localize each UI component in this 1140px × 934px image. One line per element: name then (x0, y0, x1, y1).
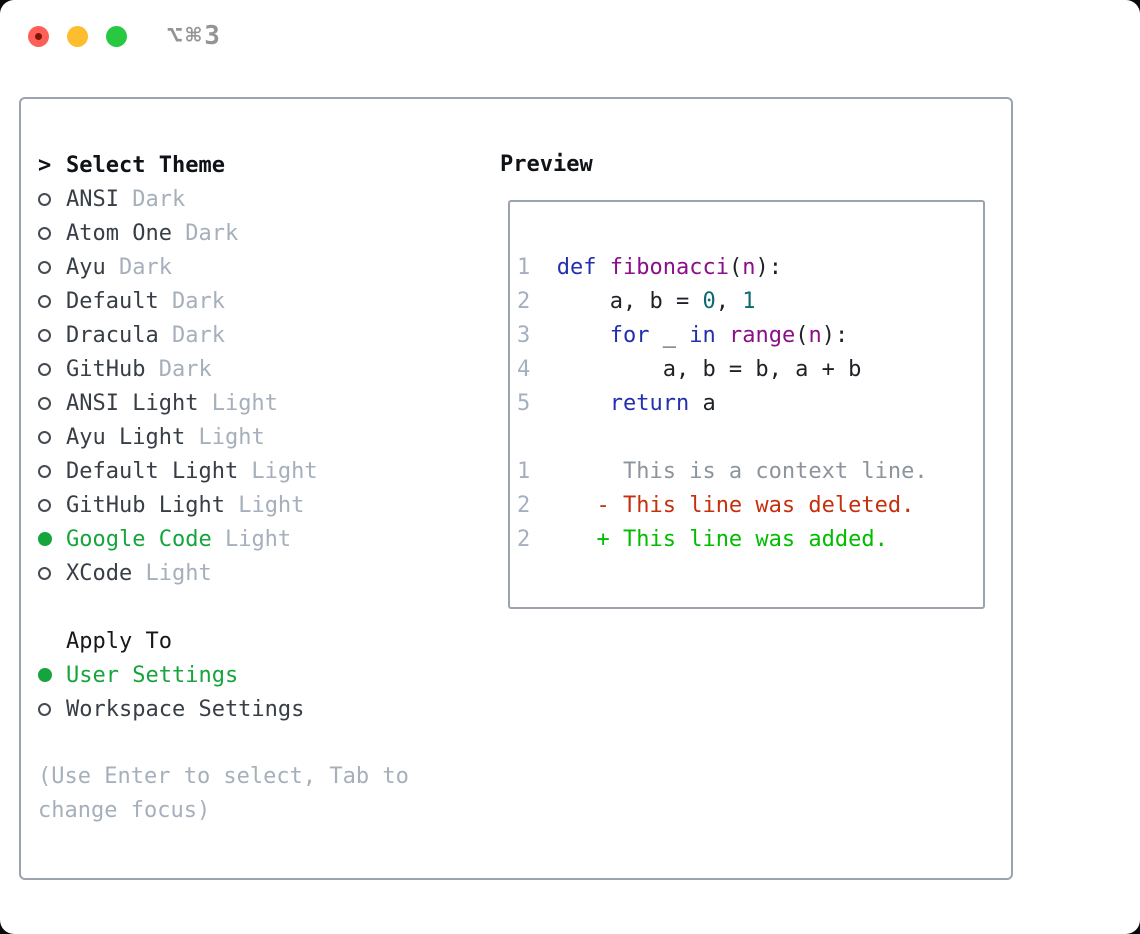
radio-icon (38, 464, 51, 478)
theme-item-ayu[interactable]: Ayu Dark (38, 250, 318, 284)
minimize-button-icon[interactable] (67, 26, 88, 47)
diff-line-del: 2 - This line was deleted. (517, 493, 915, 518)
option-label: User Settings (66, 662, 239, 688)
preview-title: Preview (500, 152, 593, 177)
variant-label: Light (211, 526, 292, 552)
apply-option-user-settings[interactable]: User Settings (38, 658, 318, 692)
variant-label: Light (238, 458, 318, 484)
radio-icon (38, 328, 51, 342)
code-line: 3 for _ in range(n): (517, 323, 849, 348)
apply-option-workspace-settings[interactable]: Workspace Settings (38, 692, 318, 726)
variant-label: Dark (105, 254, 172, 280)
selection-cursor: > (38, 152, 52, 178)
window-title: ⌥⌘3 (167, 21, 223, 51)
variant-label: Light (132, 560, 212, 586)
radio-icon (38, 192, 51, 206)
variant-label: Dark (118, 186, 186, 212)
theme-list-title: Select Theme (66, 152, 225, 178)
theme-item-github[interactable]: GitHub Dark (38, 352, 318, 386)
option-label: Ayu Light (66, 424, 186, 450)
theme-item-default[interactable]: Default Dark (38, 284, 318, 318)
option-label: Dracula (66, 322, 159, 348)
variant-label: Dark (171, 220, 239, 246)
variant-label: Light (198, 390, 278, 416)
code-preview: 1 def fibonacci(n): 2 a, b = 0, 1 3 for _ … (517, 251, 928, 557)
option-label: ANSI (66, 186, 119, 212)
theme-item-ansi-light[interactable]: ANSI Light Light (38, 386, 318, 420)
theme-item-google-code[interactable]: Google Code Light (38, 522, 318, 556)
radio-icon (38, 396, 51, 410)
radio-icon (38, 430, 51, 444)
theme-item-dracula[interactable]: Dracula Dark (38, 318, 318, 352)
variant-label: Light (185, 424, 265, 450)
blank-line (517, 421, 928, 455)
option-label: Default (66, 288, 159, 314)
radio-icon (38, 260, 51, 274)
theme-list-header: > Select Theme (38, 148, 318, 182)
radio-icon (38, 294, 51, 308)
theme-item-github-light[interactable]: GitHub Light Light (38, 488, 318, 522)
diff-line-add: 2 + This line was added. (517, 527, 888, 552)
radio-icon (38, 702, 51, 716)
code-line: 2 a, b = 0, 1 (517, 289, 756, 314)
zoom-button-icon[interactable] (106, 26, 127, 47)
theme-item-atom-one[interactable]: Atom One Dark (38, 216, 318, 250)
close-button-icon[interactable] (28, 26, 49, 47)
option-label: Google Code (66, 526, 212, 552)
theme-item-ansi[interactable]: ANSI Dark (38, 182, 318, 216)
variant-label: Dark (158, 322, 225, 348)
option-label: Default Light (66, 458, 239, 484)
option-label: ANSI Light (66, 390, 199, 416)
radio-icon (38, 362, 51, 376)
spacer-row (38, 590, 318, 624)
option-label: Ayu (66, 254, 106, 280)
theme-item-default-light[interactable]: Default Light Light (38, 454, 318, 488)
radio-icon (38, 498, 51, 512)
option-label: GitHub (66, 356, 146, 382)
variant-label: Dark (145, 356, 212, 382)
option-label: GitHub Light (66, 492, 225, 518)
radio-icon (38, 566, 51, 580)
radio-selected-icon (38, 668, 52, 682)
option-label: Atom One (66, 220, 172, 246)
radio-selected-icon (38, 532, 52, 546)
variant-label: Dark (158, 288, 225, 314)
variant-label: Light (224, 492, 305, 518)
apply-to-title: Apply To (66, 628, 172, 654)
diff-line-ctx: 1 This is a context line. (517, 459, 928, 484)
code-line: 4 a, b = b, a + b (517, 357, 862, 382)
option-label: Workspace Settings (66, 696, 305, 722)
code-line: 1 def fibonacci(n): (517, 255, 782, 280)
theme-item-ayu-light[interactable]: Ayu Light Light (38, 420, 318, 454)
option-label: XCode (66, 560, 133, 586)
theme-item-xcode[interactable]: XCode Light (38, 556, 318, 590)
keyboard-hint: (Use Enter to select, Tab to change focu… (38, 764, 409, 823)
preview-box: 1 def fibonacci(n): 2 a, b = 0, 1 3 for _ … (508, 200, 985, 609)
apply-to-header: Apply To (38, 624, 318, 658)
radio-icon (38, 226, 51, 240)
code-line: 5 return a (517, 391, 716, 416)
